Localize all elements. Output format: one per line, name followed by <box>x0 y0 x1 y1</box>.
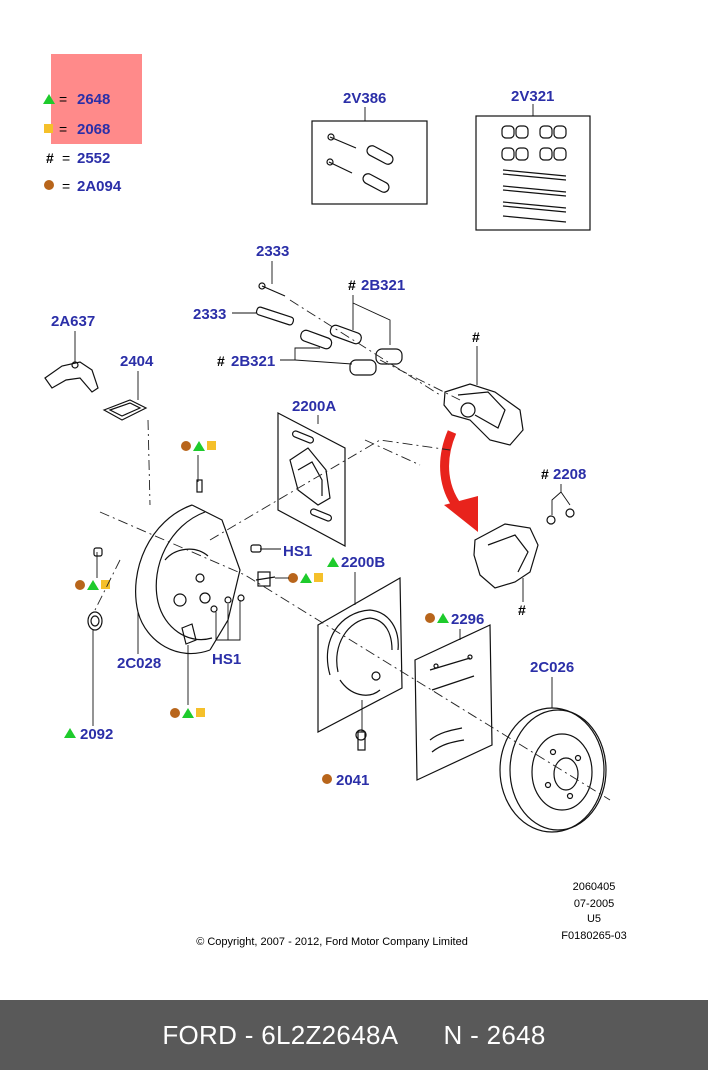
marker-group-mid <box>288 573 323 583</box>
parking-lever: 2A637 2404 <box>44 313 154 421</box>
springs-2296: 2296 <box>414 611 493 781</box>
legend-triangle-value: 2648 <box>77 91 110 108</box>
hash-mark-2b321-top: # <box>348 277 356 293</box>
info-line-2: 07-2005 <box>574 898 614 910</box>
hash-mark-caliper-bottom: # <box>518 602 526 618</box>
kit-2v386: 2V386 <box>311 90 428 205</box>
label-2200b: 2200B <box>341 554 385 571</box>
label-hs1-bottom: HS1 <box>212 651 241 668</box>
label-2041: 2041 <box>336 772 369 789</box>
triangle-icon <box>43 94 55 104</box>
marker-group-left <box>75 580 110 590</box>
drawing-info: 2060405 07-2005 U5 F0180265-03 <box>561 881 626 942</box>
label-2b321-top: 2B321 <box>361 277 405 294</box>
label-2v386: 2V386 <box>343 90 386 107</box>
label-2200a: 2200A <box>292 398 336 415</box>
caliper-hardware: 2333 2333 # 2B321 # 2B321 <box>193 243 405 376</box>
pads-2200a: 2200A <box>277 398 346 548</box>
marker-group-2200-top <box>181 441 216 451</box>
legend: = 2648 = 2068 # = 2552 = 2A094 <box>43 54 142 195</box>
label-2a637: 2A637 <box>51 313 95 330</box>
footer-part-number: FORD - 6L2Z2648A <box>162 1019 399 1050</box>
label-2333-mid: 2333 <box>193 306 226 323</box>
legend-equals-4: = <box>62 178 70 194</box>
legend-equals-2: = <box>59 121 67 137</box>
label-hs1-right: HS1 <box>283 543 312 560</box>
square-icon <box>44 124 53 133</box>
rotor-2c026: 2C026 <box>499 659 607 833</box>
info-line-4: F0180265-03 <box>561 930 626 942</box>
label-2v321: 2V321 <box>511 88 554 105</box>
label-2404: 2404 <box>120 353 154 370</box>
legend-square-value: 2068 <box>77 121 110 138</box>
brake-diagram: = 2648 = 2068 # = 2552 = 2A094 2V386 2V3… <box>43 54 627 948</box>
hash-mark-caliper-top: # <box>472 329 480 345</box>
center-lines <box>94 299 611 801</box>
red-arrow-icon <box>440 430 478 532</box>
label-2296: 2296 <box>451 611 484 628</box>
circle-icon <box>44 180 54 190</box>
label-2c028: 2C028 <box>117 655 161 672</box>
part-footer: FORD - 6L2Z2648A N - 2648 <box>0 1000 708 1070</box>
legend-hash-value: 2552 <box>77 150 110 167</box>
copyright: © Copyright, 2007 - 2012, Ford Motor Com… <box>196 936 468 948</box>
hash-mark-2208: # <box>541 466 549 482</box>
backing-plate: HS1 HS1 2C028 <box>64 441 323 743</box>
hash-icon: # <box>46 150 54 166</box>
footer-code: N - 2648 <box>443 1019 546 1050</box>
label-2208: 2208 <box>553 466 586 483</box>
caliper-upper: # <box>443 329 524 446</box>
kit-2v321: 2V321 <box>475 88 591 231</box>
label-2b321-left: 2B321 <box>231 353 275 370</box>
legend-equals-1: = <box>59 91 67 107</box>
marker-group-bottom <box>170 708 205 718</box>
label-2333-top: 2333 <box>256 243 289 260</box>
footer-spacer <box>398 1020 443 1051</box>
label-2092: 2092 <box>80 726 113 743</box>
info-line-1: 2060405 <box>573 881 616 893</box>
info-line-3: U5 <box>587 913 601 925</box>
caliper-lower: # 2208 # <box>473 466 586 618</box>
shoes-2200b: 2200B 2041 <box>317 554 403 789</box>
legend-circle-value: 2A094 <box>77 178 122 195</box>
hash-mark-2b321-left: # <box>217 353 225 369</box>
label-2c026: 2C026 <box>530 659 574 676</box>
legend-highlight <box>51 54 142 144</box>
legend-equals-3: = <box>62 150 70 166</box>
